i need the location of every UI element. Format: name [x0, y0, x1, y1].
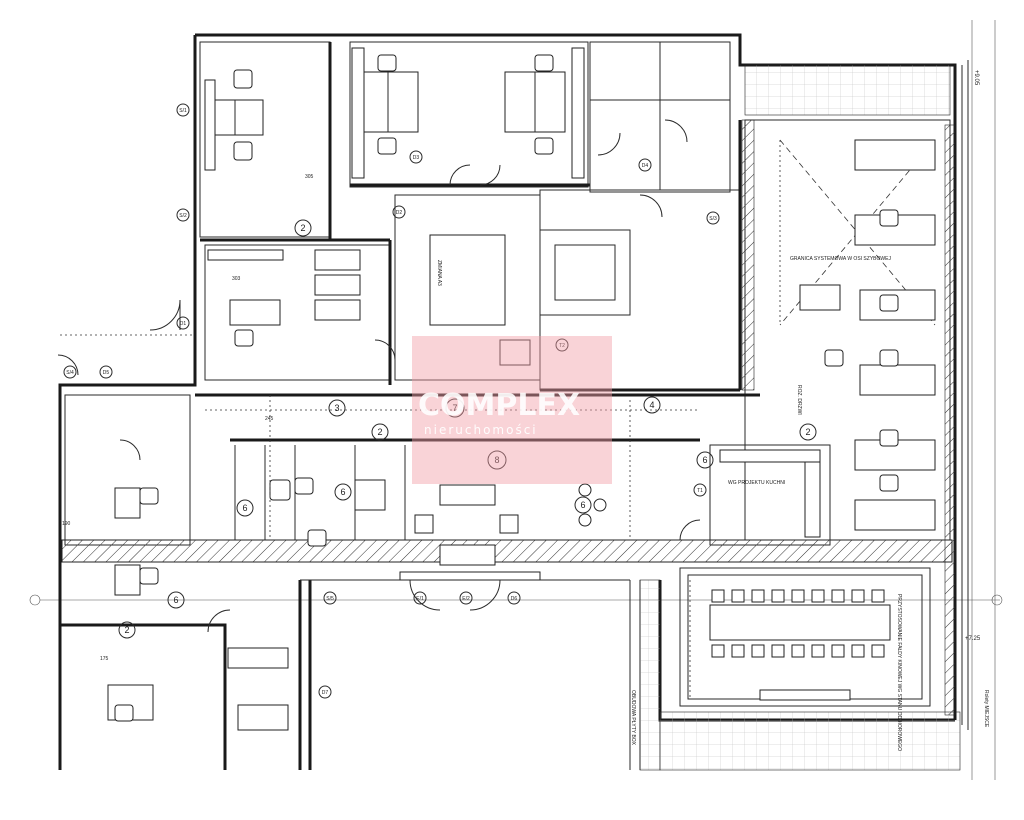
door-tag: S/2 [179, 213, 187, 219]
room-number: 6 [580, 500, 585, 510]
conference-note: PRZYSTOSOWANIE FAŁDY KINOWEJ WG STANU OD… [896, 594, 902, 751]
door-tag: T1 [697, 488, 703, 494]
dimension: 190 [62, 521, 71, 527]
door-tag: D2 [396, 210, 403, 216]
ghost-label: ZMIANA A3 [436, 260, 442, 286]
door-tag: D6 [511, 596, 518, 602]
door-tag: S/5 [326, 596, 334, 602]
door-tag: D5 [103, 370, 110, 376]
watermark-brand: COMPLEX [418, 388, 580, 423]
room-number: 7 [452, 403, 457, 413]
furniture [107, 47, 936, 731]
door-tag: S/1 [179, 108, 187, 114]
watermark-box [412, 336, 612, 484]
level-right: +7.25 [965, 636, 981, 642]
room-number: 8 [494, 455, 499, 465]
dimension: 245 [265, 416, 274, 422]
door-tag: D3 [413, 155, 420, 161]
room-number: 6 [340, 487, 345, 497]
level-top: +9.05 [973, 70, 979, 86]
room-number: 3 [334, 403, 339, 413]
dimension: 305 [305, 174, 314, 180]
room-number: 2 [805, 427, 810, 437]
door-tag: S/4 [66, 370, 74, 376]
door-tag: E/2 [462, 596, 470, 602]
door-tags: S/1 S/2 D1 D2 D3 D4 S/3 S/4 D5 S/5 E/1 E… [63, 103, 720, 699]
conference-chairs [711, 589, 885, 658]
dimension: 175 [100, 656, 109, 662]
installation-lines [60, 140, 781, 700]
door-tag: S/3 [709, 216, 717, 222]
blinds-label: Rolety MIEJSCE [983, 690, 989, 728]
doors-label: ROZ. DRZWI [796, 385, 802, 415]
door-tag: E/1 [416, 596, 424, 602]
interior-walls [64, 41, 951, 707]
room-number: 4 [649, 400, 654, 410]
door-swings [57, 119, 701, 633]
bridge-label: OBUDOWA PŁYTY BOX [630, 690, 636, 746]
kitchen-label: WG PROJEKTU KUCHNI [728, 480, 785, 486]
room-number: 6 [702, 455, 707, 465]
watermark: COMPLEX nieruchomości [412, 336, 612, 484]
door-tag: T2 [559, 343, 565, 349]
door-tag: D1 [180, 321, 187, 327]
room-number: 6 [173, 595, 178, 605]
annotations: GRANICA SYSTEMOWA W OSI SZYBOWEJ WG PROJ… [62, 70, 989, 751]
hatched-beam [61, 64, 961, 771]
room-number: 2 [124, 625, 129, 635]
room-number: 2 [377, 427, 382, 437]
system-boundary-label: GRANICA SYSTEMOWA W OSI SZYBOWEJ [790, 256, 891, 262]
room-number: 2 [300, 223, 305, 233]
door-tag: D4 [642, 163, 649, 169]
room-number: 6 [242, 503, 247, 513]
door-tag: D7 [322, 690, 329, 696]
watermark-subtitle: nieruchomości [424, 423, 538, 437]
room-labels: 2 2 2 3 7 8 6 4 6 6 6 2 6 [118, 219, 817, 639]
dimension: 303 [232, 276, 241, 282]
